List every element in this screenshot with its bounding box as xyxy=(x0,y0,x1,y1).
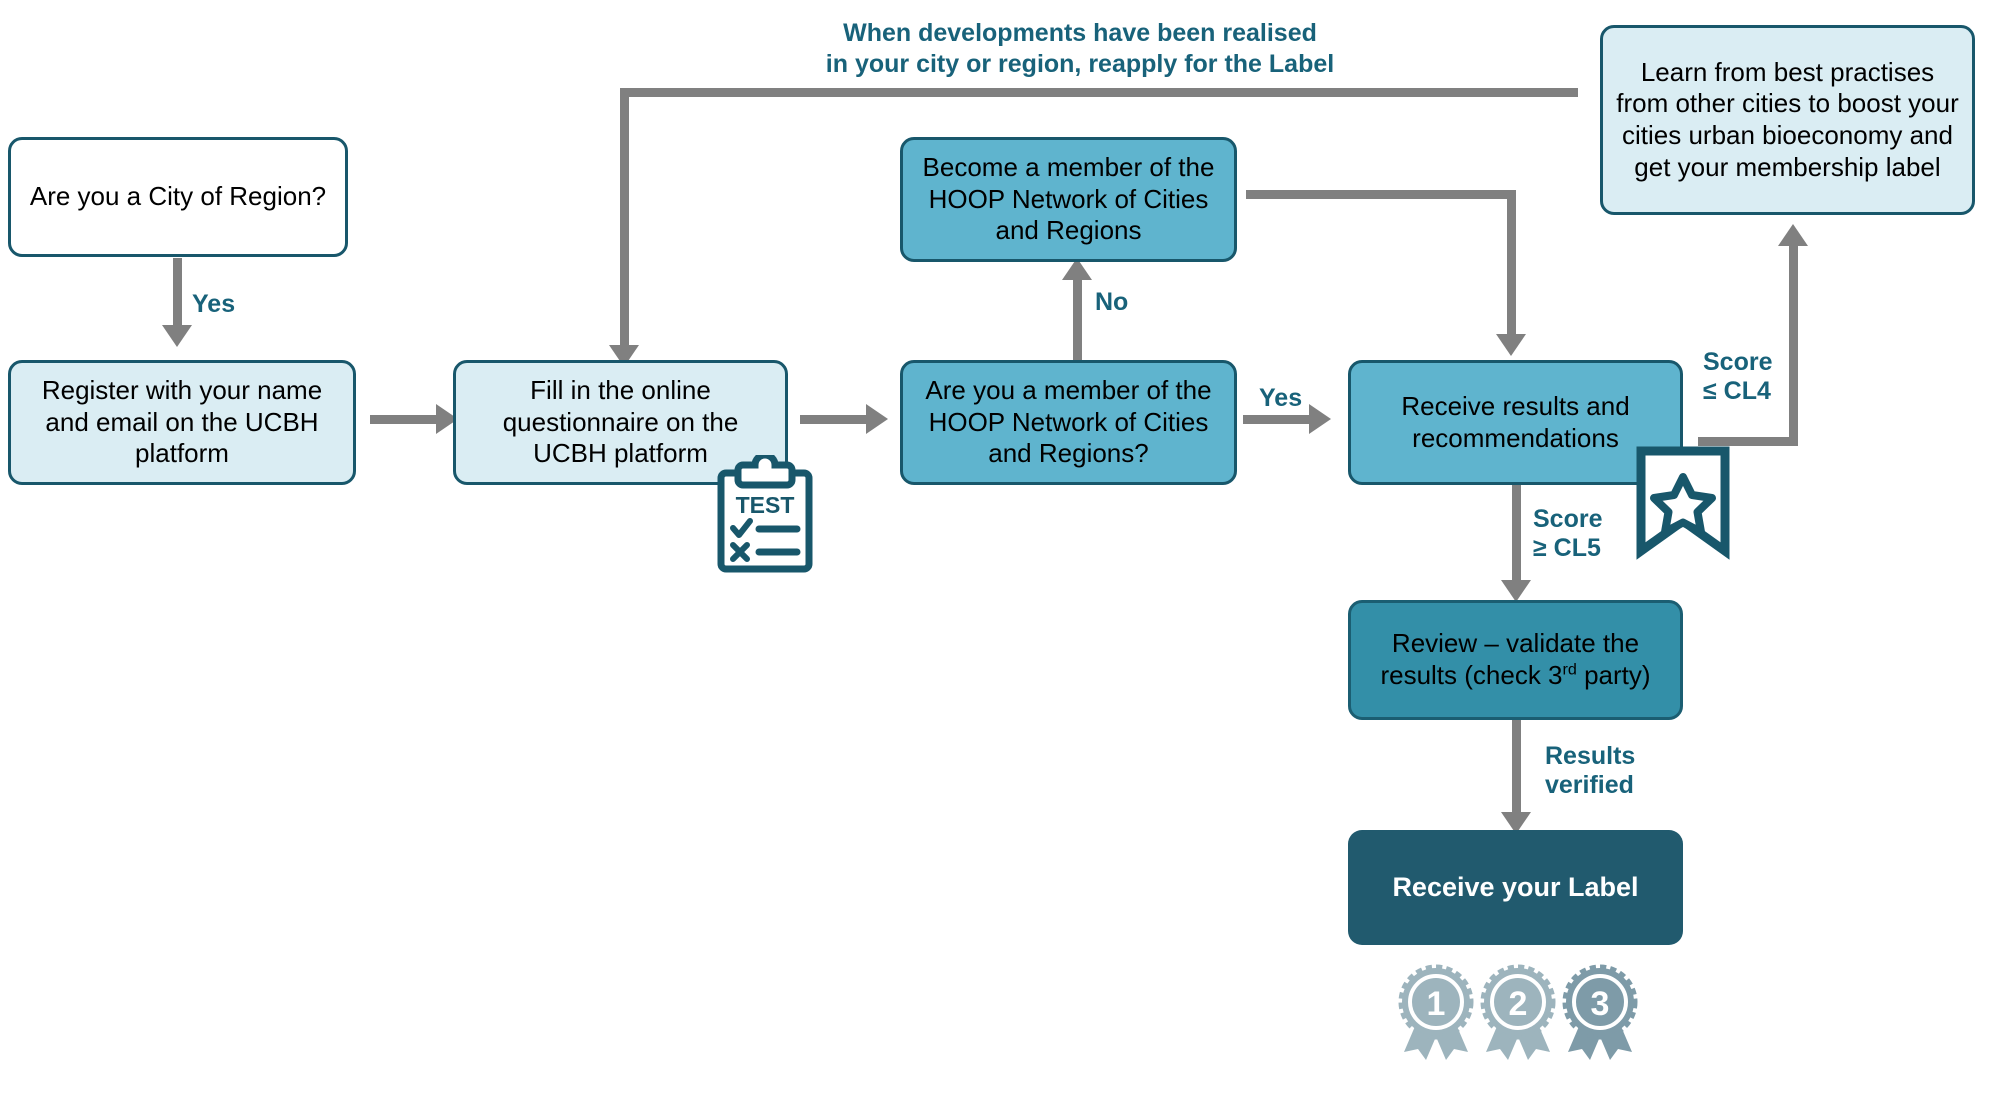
node-receive-label[interactable]: Receive your Label xyxy=(1348,830,1683,945)
node-member-question-label: Are you a member of the HOOP Network of … xyxy=(925,374,1212,469)
no-member-segment xyxy=(1073,275,1082,365)
reapply-annotation: When developments have been realised in … xyxy=(825,19,1335,79)
node-register-label: Register with your name and email on the… xyxy=(41,374,323,469)
score-cl5-arrowhead xyxy=(1501,580,1531,602)
node-questionnaire-label: Fill in the online questionnaire on the … xyxy=(502,374,739,469)
edge-label-results-verified: Results verified xyxy=(1545,742,1636,799)
questionnaire-to-member-arrowhead xyxy=(866,404,888,434)
node-city-or-region[interactable]: Are you a City of Region? xyxy=(8,137,348,257)
node-become-member-label: Become a member of the HOOP Network of C… xyxy=(922,151,1215,246)
node-receive-label-text: Receive your Label xyxy=(1392,872,1639,903)
node-receive-results[interactable]: Receive results and recommendations xyxy=(1348,360,1683,485)
node-learn-best-practises-label: Learn from best practises from other cit… xyxy=(1616,56,1959,182)
review-line-2a: results (check 3 xyxy=(1380,660,1563,690)
star-bookmark-icon xyxy=(1633,445,1733,560)
reapply-vertical-segment xyxy=(620,88,629,353)
review-ordinal-sup: rd xyxy=(1562,660,1577,679)
node-member-question[interactable]: Are you a member of the HOOP Network of … xyxy=(900,360,1237,485)
node-register[interactable]: Register with your name and email on the… xyxy=(8,360,356,485)
score-cl4-arrowhead xyxy=(1778,224,1808,246)
svg-text:TEST: TEST xyxy=(736,492,795,518)
edge-label-score-cl5: Score ≥ CL5 xyxy=(1533,505,1603,562)
score-cl4-horizontal-segment xyxy=(1698,437,1798,446)
review-line-2b: party) xyxy=(1576,660,1651,690)
score-cl5-segment xyxy=(1512,480,1521,590)
reapply-horizontal-segment xyxy=(620,88,1578,97)
results-verified-segment xyxy=(1512,718,1521,823)
questionnaire-to-member-segment xyxy=(800,415,872,424)
clipboard-test-icon: TEST xyxy=(715,451,815,575)
become-member-horizontal-segment xyxy=(1246,190,1516,199)
yes-member-arrowhead xyxy=(1309,404,1331,434)
edge-label-yes-member: Yes xyxy=(1259,384,1303,412)
no-member-arrowhead xyxy=(1062,258,1092,280)
svg-text:1: 1 xyxy=(1427,985,1446,1023)
medals-icon-group: 1 2 3 xyxy=(1398,962,1638,1062)
edge-label-score-cl4: Score ≤ CL4 xyxy=(1703,348,1773,405)
become-member-arrowhead xyxy=(1496,334,1526,356)
edge-label-yes-city: Yes xyxy=(192,290,236,318)
yes-city-segment xyxy=(173,258,182,333)
become-member-vertical-segment xyxy=(1507,190,1516,342)
node-receive-results-label: Receive results and recommendations xyxy=(1401,390,1630,453)
yes-member-segment xyxy=(1243,415,1315,424)
svg-text:3: 3 xyxy=(1591,985,1610,1023)
node-become-member[interactable]: Become a member of the HOOP Network of C… xyxy=(900,137,1237,262)
node-learn-best-practises[interactable]: Learn from best practises from other cit… xyxy=(1600,25,1975,215)
results-verified-arrowhead xyxy=(1501,812,1531,834)
svg-text:2: 2 xyxy=(1509,985,1528,1023)
yes-city-arrowhead xyxy=(162,325,192,347)
score-cl4-vertical-segment xyxy=(1789,242,1798,446)
node-review-validate-label: Review – validate the results (check 3rd… xyxy=(1351,628,1680,691)
register-to-questionnaire-segment xyxy=(370,415,442,424)
register-to-questionnaire-arrowhead xyxy=(436,404,458,434)
review-line-1: Review – validate the xyxy=(1391,628,1640,659)
node-review-validate[interactable]: Review – validate the results (check 3rd… xyxy=(1348,600,1683,720)
node-city-or-region-label: Are you a City of Region? xyxy=(29,181,327,212)
node-questionnaire[interactable]: Fill in the online questionnaire on the … xyxy=(453,360,788,485)
edge-label-no-member: No xyxy=(1095,288,1129,316)
